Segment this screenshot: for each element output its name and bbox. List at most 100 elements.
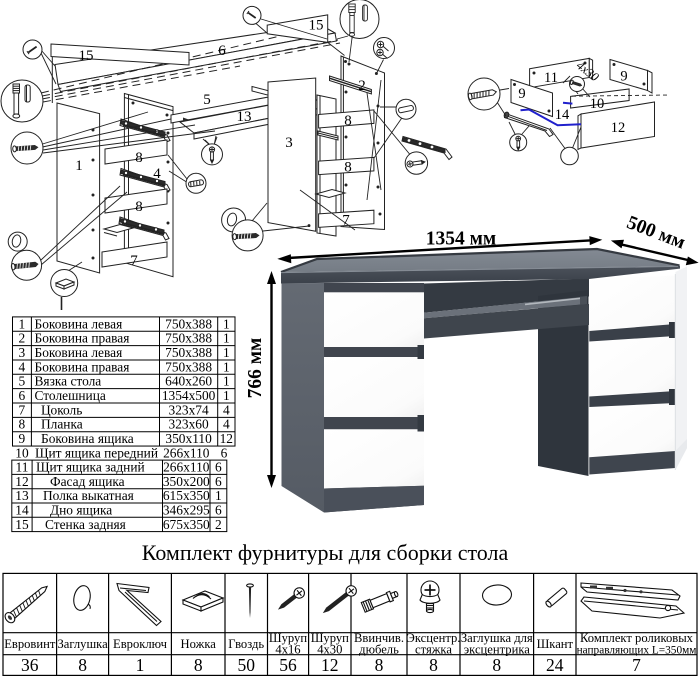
svg-text:Боковина правая: Боковина правая: [35, 359, 130, 374]
svg-text:4х30: 4х30: [317, 643, 342, 657]
svg-text:1: 1: [75, 158, 83, 174]
svg-text:615х350: 615х350: [163, 488, 210, 503]
svg-text:2: 2: [215, 517, 222, 532]
svg-text:15: 15: [309, 18, 324, 34]
svg-text:6: 6: [215, 503, 222, 518]
svg-text:266х110: 266х110: [163, 445, 210, 460]
svg-text:Евровинт: Евровинт: [4, 637, 56, 651]
svg-text:6: 6: [215, 474, 222, 489]
svg-text:1: 1: [136, 655, 145, 675]
svg-text:Заглушка для: Заглушка для: [461, 631, 533, 645]
svg-text:Шуруп: Шуруп: [269, 631, 307, 645]
svg-text:1: 1: [215, 488, 222, 503]
svg-text:750х388: 750х388: [165, 316, 212, 331]
svg-text:Евроключ: Евроключ: [113, 637, 168, 651]
svg-text:Комплект фурнитуры для сборки: Комплект фурнитуры для сборки стола: [142, 540, 509, 565]
svg-text:323х74: 323х74: [169, 402, 209, 417]
svg-text:4х16: 4х16: [275, 643, 300, 657]
svg-text:Боковина левая: Боковина левая: [35, 316, 123, 331]
svg-text:Планка: Планка: [41, 417, 83, 432]
svg-text:7: 7: [19, 402, 26, 417]
svg-text:1: 1: [223, 374, 230, 389]
svg-text:13: 13: [237, 109, 252, 125]
svg-text:1354 мм: 1354 мм: [426, 229, 496, 250]
svg-text:4: 4: [223, 417, 230, 432]
svg-text:стяжка: стяжка: [415, 643, 452, 657]
svg-text:Столешница: Столешница: [35, 388, 106, 403]
svg-text:350х200: 350х200: [163, 474, 210, 489]
svg-text:Заглушка: Заглушка: [57, 637, 108, 651]
svg-text:640х260: 640х260: [165, 374, 212, 389]
svg-text:11: 11: [544, 70, 558, 86]
svg-text:323х60: 323х60: [169, 417, 209, 432]
svg-text:Щит ящика задний: Щит ящика задний: [36, 460, 145, 475]
svg-text:эксцентрика: эксцентрика: [464, 643, 530, 657]
svg-text:Ножка: Ножка: [181, 637, 217, 651]
svg-text:13: 13: [15, 488, 29, 503]
svg-text:8: 8: [375, 655, 384, 675]
svg-text:7: 7: [130, 253, 138, 269]
svg-text:Боковина левая: Боковина левая: [35, 345, 123, 360]
svg-text:14: 14: [555, 107, 570, 123]
svg-text:1: 1: [223, 359, 230, 374]
svg-text:675х350: 675х350: [163, 517, 210, 532]
svg-text:15: 15: [79, 48, 94, 64]
svg-text:1: 1: [223, 388, 230, 403]
svg-text:1: 1: [223, 331, 230, 346]
svg-text:9: 9: [518, 86, 525, 102]
svg-text:5: 5: [19, 374, 26, 389]
svg-text:Боковина ящика: Боковина ящика: [41, 431, 134, 446]
svg-text:Ввинчив.: Ввинчив.: [354, 631, 404, 645]
svg-text:направляющих L=350мм: направляющих L=350мм: [577, 645, 697, 657]
svg-text:3: 3: [19, 345, 26, 360]
svg-text:Шкант: Шкант: [537, 637, 574, 651]
svg-text:8: 8: [135, 199, 143, 215]
svg-text:11: 11: [16, 460, 29, 475]
svg-text:Дно ящика: Дно ящика: [50, 503, 112, 518]
svg-text:56: 56: [279, 655, 297, 675]
svg-text:8: 8: [344, 160, 352, 176]
svg-text:12: 12: [15, 474, 28, 489]
svg-text:Гвоздь: Гвоздь: [228, 637, 264, 651]
svg-text:12: 12: [321, 655, 339, 675]
svg-text:Комплект роликовых: Комплект роликовых: [580, 631, 694, 645]
svg-text:6: 6: [221, 445, 228, 460]
svg-text:4: 4: [153, 166, 161, 182]
svg-text:8: 8: [492, 655, 501, 675]
svg-text:8: 8: [194, 655, 203, 675]
svg-text:8: 8: [135, 150, 143, 166]
svg-text:3: 3: [285, 135, 293, 151]
svg-text:6: 6: [215, 460, 222, 475]
svg-text:12: 12: [220, 431, 233, 446]
svg-text:5: 5: [203, 92, 211, 108]
svg-text:6: 6: [19, 388, 26, 403]
svg-text:9: 9: [620, 69, 627, 85]
svg-text:9: 9: [19, 431, 26, 446]
svg-text:1: 1: [19, 316, 26, 331]
svg-text:4: 4: [223, 402, 230, 417]
svg-text:10: 10: [15, 445, 29, 460]
svg-text:346х295: 346х295: [163, 503, 210, 518]
svg-text:1: 1: [223, 345, 230, 360]
svg-text:36: 36: [21, 655, 39, 675]
svg-text:4: 4: [19, 359, 26, 374]
svg-text:Вязка стола: Вязка стола: [35, 374, 102, 389]
svg-text:766 мм: 766 мм: [245, 338, 266, 399]
svg-text:2: 2: [358, 78, 366, 94]
svg-text:Фасад ящика: Фасад ящика: [50, 474, 125, 489]
svg-text:7: 7: [342, 213, 350, 229]
svg-text:дюбель: дюбель: [359, 643, 399, 657]
svg-text:Полка выкатная: Полка выкатная: [43, 488, 134, 503]
svg-text:6: 6: [218, 43, 226, 59]
svg-text:Щит ящика передний: Щит ящика передний: [35, 445, 158, 460]
svg-text:24: 24: [546, 655, 564, 675]
svg-text:15: 15: [15, 517, 29, 532]
svg-text:7: 7: [632, 655, 641, 675]
svg-text:266х110: 266х110: [163, 460, 210, 475]
svg-text:350х110: 350х110: [165, 431, 212, 446]
svg-text:Эксцентр.: Эксцентр.: [407, 631, 461, 645]
svg-text:1: 1: [223, 316, 230, 331]
svg-text:Шуруп: Шуруп: [311, 631, 349, 645]
svg-text:8: 8: [19, 417, 26, 432]
svg-text:750х388: 750х388: [165, 331, 212, 346]
